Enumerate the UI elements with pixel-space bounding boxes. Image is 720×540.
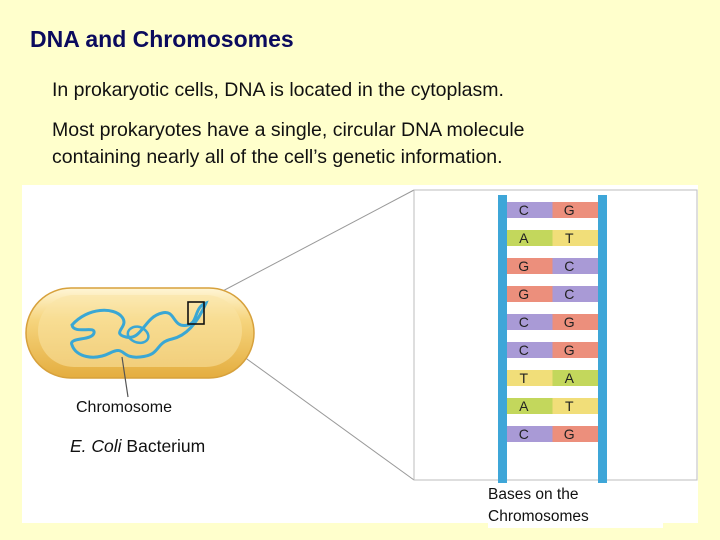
base-left-letter: C bbox=[519, 342, 529, 358]
base-left-block bbox=[507, 426, 553, 442]
base-left-letter: A bbox=[519, 230, 529, 246]
paragraph-line: Most prokaryotes have a single, circular… bbox=[52, 119, 525, 141]
base-right-letter: G bbox=[564, 426, 575, 442]
base-left-letter: C bbox=[519, 314, 529, 330]
chromosome-strand-loop bbox=[126, 325, 150, 345]
base-left-block bbox=[507, 370, 553, 386]
base-right-block bbox=[552, 342, 598, 358]
paragraph-prokaryotic-dna-location: In prokaryotic cells, DNA is located in … bbox=[52, 79, 504, 101]
bases-label-line: Bases on the bbox=[488, 486, 579, 503]
bacterium-label: E. Coli Bacterium bbox=[70, 436, 205, 457]
base-left-block bbox=[507, 286, 553, 302]
base-left-letter: T bbox=[519, 370, 528, 386]
base-left-letter: C bbox=[519, 202, 529, 218]
base-right-letter: G bbox=[564, 202, 575, 218]
magnification-box bbox=[187, 301, 205, 325]
base-left-block bbox=[507, 230, 553, 246]
dna-backbone-right bbox=[598, 195, 607, 483]
base-right-block bbox=[552, 258, 598, 274]
base-left-block bbox=[507, 202, 553, 218]
base-right-letter: T bbox=[565, 230, 574, 246]
chromosome-pointer bbox=[121, 356, 129, 398]
base-left-block bbox=[507, 314, 553, 330]
base-right-letter: A bbox=[565, 370, 575, 386]
base-right-letter: C bbox=[564, 286, 574, 302]
base-right-block bbox=[552, 230, 598, 246]
chromosome-label: Chromosome bbox=[76, 399, 173, 416]
base-right-letter: G bbox=[564, 342, 575, 358]
base-left-letter: A bbox=[519, 398, 529, 414]
bacterium-species-name: E. Coli bbox=[70, 436, 122, 456]
base-right-block bbox=[552, 426, 598, 442]
base-right-block bbox=[552, 398, 598, 414]
base-right-block bbox=[552, 202, 598, 218]
base-right-block bbox=[552, 370, 598, 386]
base-right-letter: C bbox=[564, 258, 574, 274]
paragraph-line: containing nearly all of the cell’s gene… bbox=[52, 146, 503, 168]
base-left-letter: G bbox=[518, 286, 529, 302]
base-right-block bbox=[552, 286, 598, 302]
bases-label: Bases on the Chromosomes bbox=[488, 484, 663, 528]
base-left-letter: C bbox=[519, 426, 529, 442]
paragraph-circular-dna: Most prokaryotes have a single, circular… bbox=[52, 117, 712, 171]
bacterium-word: Bacterium bbox=[126, 436, 206, 456]
base-left-block bbox=[507, 258, 553, 274]
base-left-block bbox=[507, 398, 553, 414]
base-left-block bbox=[507, 342, 553, 358]
base-right-letter: T bbox=[565, 398, 574, 414]
base-right-letter: G bbox=[564, 314, 575, 330]
zoom-line-top bbox=[199, 189, 415, 304]
bases-label-line: Chromosomes bbox=[488, 508, 589, 525]
base-left-letter: G bbox=[518, 258, 529, 274]
slide-title: DNA and Chromosomes bbox=[30, 26, 294, 52]
base-right-block bbox=[552, 314, 598, 330]
dna-backbone-left bbox=[498, 195, 507, 483]
